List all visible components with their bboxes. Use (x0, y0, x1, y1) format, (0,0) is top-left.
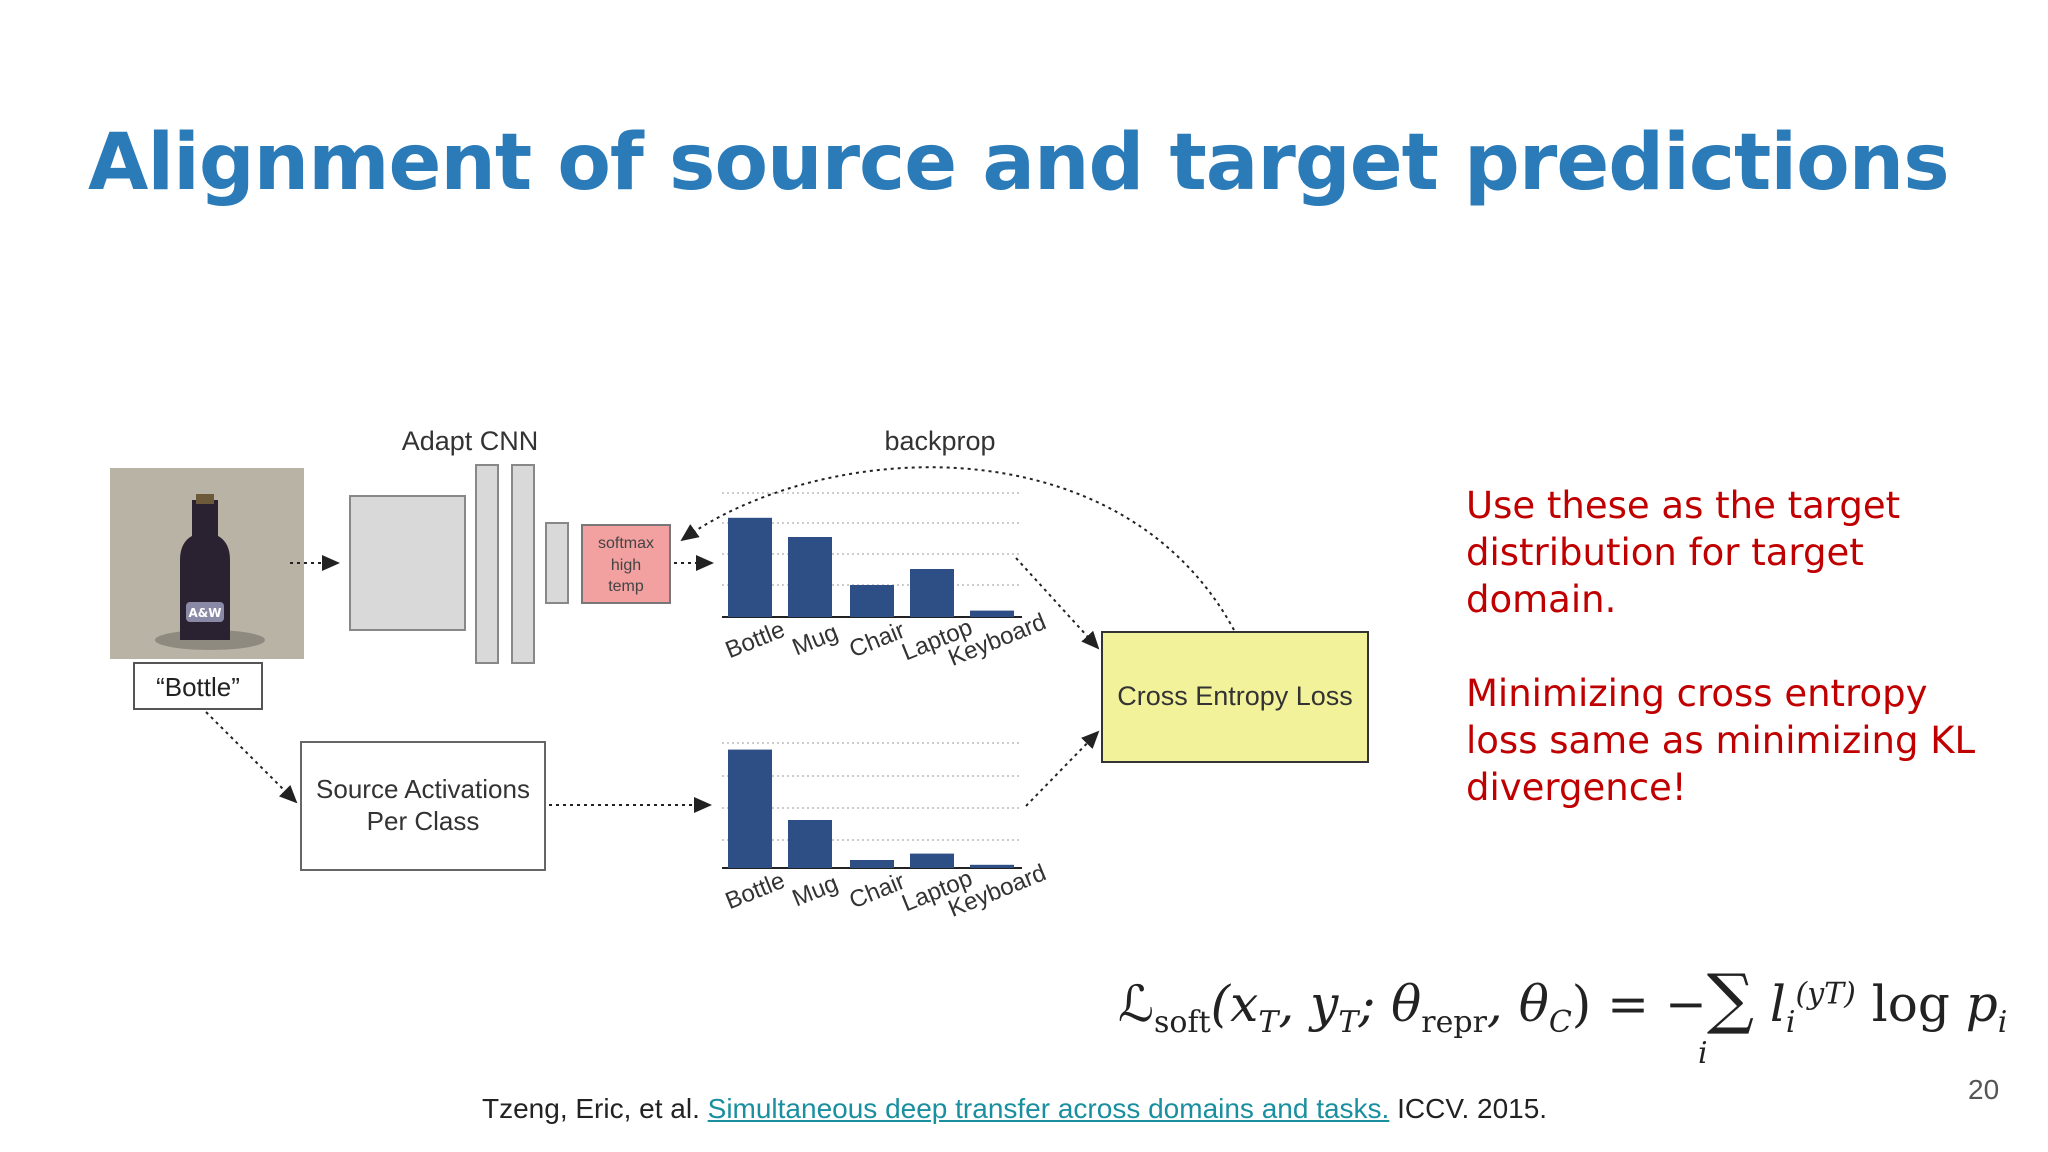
note-kl-divergence: Minimizing cross entropy loss same as mi… (1466, 672, 1976, 809)
formula-equals: ) = − (1571, 975, 1707, 1033)
image-label-box (133, 662, 263, 710)
source-activations-line2: Per Class (367, 806, 480, 836)
adapt-cnn-label: Adapt CNN (402, 426, 539, 456)
softmax-label-line3: temp (608, 578, 644, 595)
formula-l-sub: i (1785, 1005, 1796, 1040)
top-bar-laptop (910, 569, 954, 617)
formula-sum-index: i (1698, 1036, 1708, 1071)
formula-loss-symbol: ℒ (1118, 975, 1155, 1033)
bottom-bar-laptop (910, 853, 954, 868)
citation: Tzeng, Eric, et al. Simultaneous deep tr… (482, 1093, 1547, 1125)
note-target-distribution: Use these as the target distribution for… (1466, 484, 1901, 621)
formula-theta-c: , θ (1486, 975, 1549, 1033)
top-tick-bottle: Bottle (722, 616, 789, 664)
bottom-bar-keyboard (970, 864, 1014, 868)
bottom-bar-chair (850, 860, 894, 868)
formula-l-sup: (yT) (1795, 976, 1856, 1012)
label-to-source-arrow (205, 711, 298, 804)
formula-loss-subscript: soft (1154, 1005, 1211, 1040)
backprop-arrow (680, 466, 1235, 631)
cross-entropy-loss-label: Cross Entropy Loss (1117, 681, 1353, 711)
bottle-photo: A&W (110, 468, 304, 659)
formula-p-sub: i (1997, 1005, 2008, 1040)
loss-formula: ℒsoft(xT, yT; θrepr, θC) = −∑ li(yT) log… (1118, 960, 2007, 1040)
cross-entropy-loss-box (1101, 631, 1369, 763)
citation-authors: Tzeng, Eric, et al. (482, 1093, 708, 1124)
formula-arg-x: (x (1210, 975, 1259, 1033)
top-bar-keyboard (970, 610, 1014, 617)
source-activations-box (300, 741, 546, 871)
softmax-label-line1: softmax (598, 535, 654, 552)
formula-arg-y: , y (1278, 975, 1339, 1033)
softmax-box (581, 524, 671, 604)
bottom-tick-mug: Mug (788, 870, 841, 913)
formula-log: log (1855, 975, 1966, 1033)
softmax-label-line2: high (611, 557, 641, 574)
formula-theta-repr: ; θ (1358, 975, 1422, 1033)
formula-sub-t1: T (1258, 1005, 1279, 1040)
formula-p: p (1965, 975, 1998, 1033)
citation-venue: ICCV. 2015. (1389, 1093, 1548, 1124)
top-bar-bottle (728, 517, 772, 617)
formula-l: l (1754, 975, 1786, 1033)
bottom-bar-mug (788, 820, 832, 868)
bottom-tick-bottle: Bottle (722, 867, 789, 915)
slide-title: Alignment of source and target predictio… (88, 118, 1950, 208)
bottom-bars-to-loss-arrow (1025, 730, 1100, 807)
formula-sub-repr: repr (1421, 1005, 1487, 1040)
formula-sub-t2: T (1338, 1005, 1359, 1040)
cnn-layer-3 (545, 522, 569, 604)
cnn-layer-2 (511, 464, 535, 664)
cnn-layer-1 (475, 464, 499, 664)
formula-sum-symbol: ∑ (1706, 960, 1754, 1037)
image-label: “Bottle” (156, 672, 240, 702)
formula-sub-c: C (1548, 1005, 1572, 1040)
page-number: 20 (1968, 1074, 2000, 1105)
backprop-label: backprop (884, 426, 995, 456)
cnn-block-large (349, 495, 466, 631)
top-bar-mug (788, 537, 832, 617)
source-activations-line1: Source Activations (316, 774, 530, 804)
top-tick-mug: Mug (788, 619, 841, 662)
citation-link[interactable]: Simultaneous deep transfer across domain… (707, 1093, 1390, 1124)
svg-text:A&W: A&W (189, 606, 222, 620)
top-bar-chair (850, 585, 894, 617)
bottom-bar-bottle (728, 749, 772, 868)
